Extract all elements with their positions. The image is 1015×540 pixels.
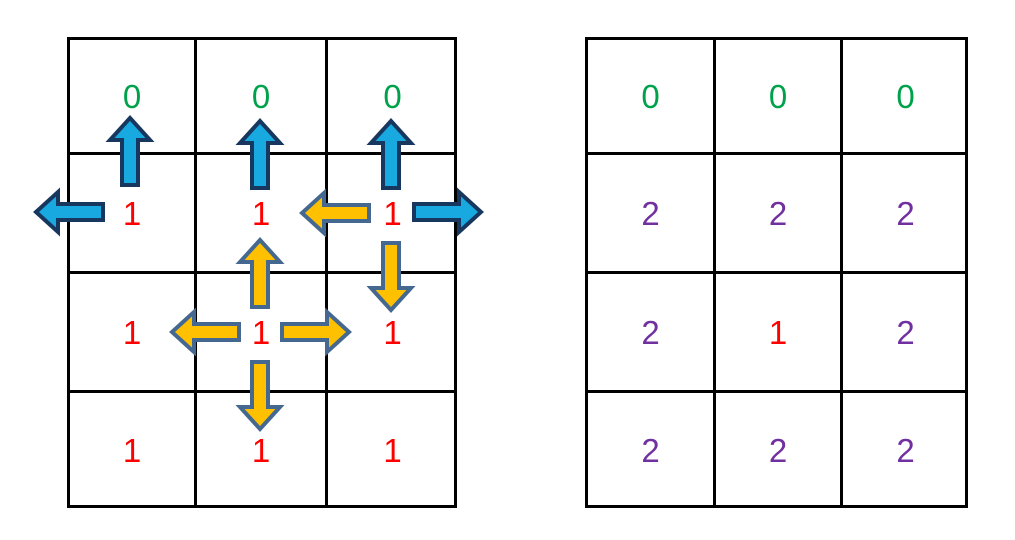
cell-value: 1 (383, 313, 402, 351)
right-cell-r4c1: 2 (588, 393, 716, 508)
cell-value: 2 (896, 432, 915, 469)
cell-value: 2 (641, 432, 660, 469)
right-cell-r1c1: 0 (588, 40, 716, 155)
cell-value: 2 (768, 432, 788, 469)
left-cell-r4c3: 1 (328, 393, 457, 508)
cell-value: 2 (896, 194, 915, 232)
left-cell-r2c3: 1 (328, 155, 457, 274)
left-cell-r2c1: 1 (70, 155, 197, 274)
cell-value: 1 (251, 313, 271, 351)
right-cell-r1c3: 0 (843, 40, 968, 155)
cell-value: 1 (768, 313, 788, 351)
left-cell-r1c1: 0 (70, 40, 197, 155)
right-cell-r3c3: 2 (843, 274, 968, 393)
right-cell-r1c2: 0 (716, 40, 843, 155)
left-grid: 0 0 0 1 1 1 1 1 1 1 1 (67, 37, 457, 508)
cell-value: 2 (768, 194, 788, 232)
cell-value: 2 (641, 313, 660, 351)
right-cell-r3c1: 2 (588, 274, 716, 393)
left-cell-r2c2: 1 (197, 155, 328, 274)
right-cell-r2c2: 2 (716, 155, 843, 274)
left-cell-r3c3: 1 (328, 274, 457, 393)
cell-value: 1 (383, 194, 402, 232)
cell-value: 1 (122, 432, 142, 469)
cell-value: 1 (251, 194, 271, 232)
cell-value: 1 (122, 194, 142, 232)
cell-value: 2 (896, 313, 915, 351)
right-cell-r3c2: 1 (716, 274, 843, 393)
right-cell-r2c1: 2 (588, 155, 716, 274)
left-cell-r4c2: 1 (197, 393, 328, 508)
cell-value: 0 (768, 77, 788, 115)
cell-value: 2 (641, 194, 660, 232)
left-cell-r4c1: 1 (70, 393, 197, 508)
cell-value: 1 (383, 432, 402, 469)
cell-value: 0 (641, 77, 660, 115)
cell-value: 0 (122, 77, 142, 115)
cell-value: 0 (896, 77, 915, 115)
cell-value: 0 (383, 77, 402, 115)
left-cell-r1c2: 0 (197, 40, 328, 155)
left-cell-r1c3: 0 (328, 40, 457, 155)
cell-value: 1 (251, 432, 271, 469)
right-cell-r2c3: 2 (843, 155, 968, 274)
left-cell-r3c2: 1 (197, 274, 328, 393)
cell-value: 0 (251, 77, 271, 115)
right-grid: 0 0 0 2 2 2 2 1 2 2 2 (585, 37, 968, 508)
right-cell-r4c3: 2 (843, 393, 968, 508)
cell-value: 1 (122, 313, 142, 351)
left-cell-r3c1: 1 (70, 274, 197, 393)
right-cell-r4c2: 2 (716, 393, 843, 508)
